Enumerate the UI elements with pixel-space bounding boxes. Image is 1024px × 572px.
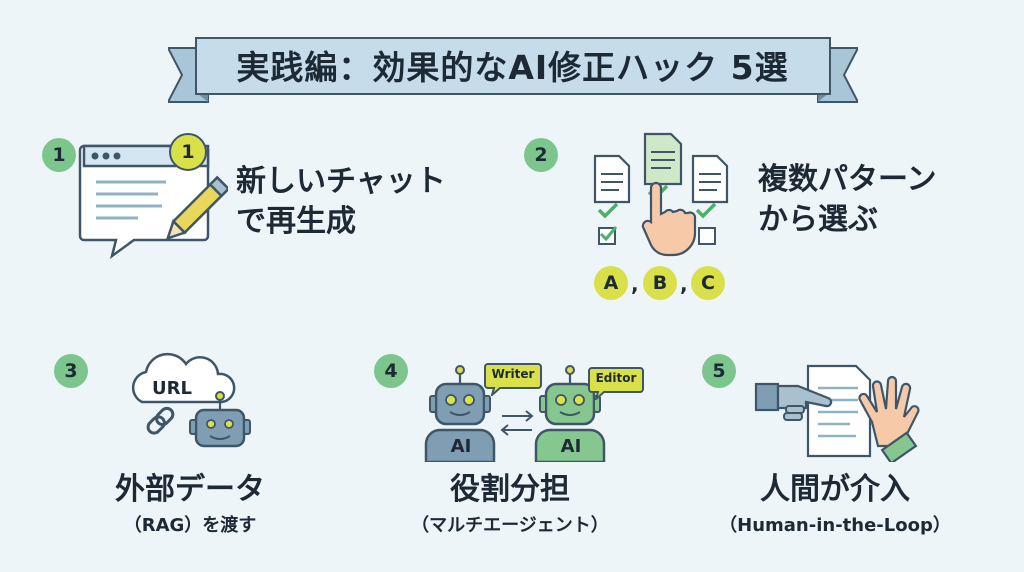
item-5-title: 人間が介入 xyxy=(760,472,910,507)
two-robots-icon xyxy=(424,365,606,462)
writer-speech-bubble xyxy=(484,363,542,396)
cloud-link-robot-icon xyxy=(131,352,251,448)
documents-choice-hand-icon xyxy=(593,132,729,257)
page-title: 実践編：効果的なAI修正ハック 5選 xyxy=(236,48,789,87)
robot-and-human-hands-document-icon xyxy=(754,364,920,462)
robot-2-label: AI xyxy=(560,436,582,457)
robot-1-label: AI xyxy=(450,436,472,457)
item-2-title-line2: から選ぶ xyxy=(758,202,878,237)
title-banner xyxy=(168,37,858,103)
option-separator-1: , xyxy=(631,272,639,296)
step-number-3: 3 xyxy=(54,354,88,388)
item-4-subtitle: （マルチエージェント） xyxy=(411,515,609,536)
item-5-subtitle: （Human-in-the-Loop） xyxy=(719,515,951,536)
item-1-title-line1: 新しいチャット xyxy=(236,164,446,199)
step-number-1: 1 xyxy=(42,138,76,172)
cloud-url-label: URL xyxy=(152,378,192,399)
step-number-2: 2 xyxy=(524,138,558,172)
option-separator-2: , xyxy=(680,272,688,296)
icon-number-badge: 1 xyxy=(169,133,207,171)
editor-label: Editor xyxy=(595,371,637,385)
step-number-4: 4 xyxy=(374,354,408,388)
step-number-5: 5 xyxy=(702,354,736,388)
item-3-subtitle: （RAG）を渡す xyxy=(123,515,257,536)
item-2-title-line1: 複数パターン xyxy=(758,162,937,197)
option-b-badge: B xyxy=(643,266,677,300)
item-4-title: 役割分担 xyxy=(450,472,570,507)
writer-label: Writer xyxy=(491,367,535,381)
editor-speech-bubble xyxy=(588,367,644,400)
item-3-title: 外部データ xyxy=(115,472,265,507)
option-a-badge: A xyxy=(594,266,628,300)
option-c-badge: C xyxy=(691,266,725,300)
item-1-title-line2: で再生成 xyxy=(236,204,356,239)
